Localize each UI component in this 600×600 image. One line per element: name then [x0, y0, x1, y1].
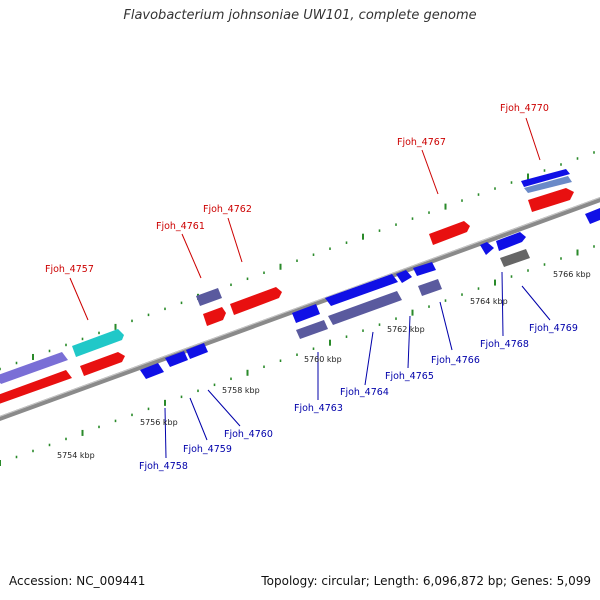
gene-arrow[interactable]	[418, 279, 442, 296]
gene-arrow[interactable]	[0, 352, 68, 384]
gene-arrow[interactable]	[429, 221, 470, 245]
gene-arrow[interactable]	[413, 262, 436, 276]
gene-label[interactable]: Fjoh_4769	[529, 323, 578, 334]
gene-label[interactable]: Fjoh_4770	[500, 103, 549, 114]
tick-track-lower	[0, 245, 595, 466]
gene-arrow[interactable]	[72, 329, 124, 357]
gene-arrow[interactable]	[528, 188, 574, 212]
gene-label[interactable]: Fjoh_4763	[294, 403, 343, 414]
gene-arrow[interactable]	[230, 287, 282, 315]
gene-label[interactable]: Fjoh_4764	[340, 387, 389, 398]
scale-label: 5758 kbp	[222, 386, 260, 395]
gene-label[interactable]: Fjoh_4761	[156, 221, 205, 232]
gene-arrow[interactable]	[480, 242, 494, 255]
gene-arrow[interactable]	[296, 320, 328, 339]
leader-lines	[69, 117, 551, 459]
gene-arrow[interactable]	[165, 351, 188, 367]
gene-arrow[interactable]	[500, 249, 530, 267]
gene-label[interactable]: Fjoh_4762	[203, 204, 252, 215]
map-title: Flavobacterium johnsoniae UW101, complet…	[123, 8, 477, 23]
scale-label: 5764 kbp	[470, 297, 508, 306]
gene-arrow[interactable]	[186, 343, 208, 359]
reverse-gene-labels: Fjoh_4758 Fjoh_4759 Fjoh_4760 Fjoh_4763 …	[139, 323, 578, 472]
gene-arrow[interactable]	[328, 291, 402, 325]
gene-label[interactable]: Fjoh_4760	[224, 429, 273, 440]
scale-label: 5756 kbp	[140, 418, 178, 427]
gene-arrow[interactable]	[292, 304, 320, 323]
gene-label[interactable]: Fjoh_4767	[397, 137, 446, 148]
scale-label: 5760 kbp	[304, 355, 342, 364]
scale-label: 5766 kbp	[553, 270, 591, 279]
gene-label[interactable]: Fjoh_4757	[45, 264, 94, 275]
accession-text: Accession: NC_009441	[9, 574, 146, 588]
forward-gene-labels: Fjoh_4757 Fjoh_4761 Fjoh_4762 Fjoh_4767 …	[45, 103, 549, 275]
gene-arrow[interactable]	[0, 370, 72, 404]
topology-text: Topology: circular; Length: 6,096,872 bp…	[261, 574, 591, 588]
scale-label: 5754 kbp	[57, 451, 95, 460]
genome-backbone	[0, 196, 600, 422]
gene-arrow[interactable]	[521, 169, 570, 187]
gene-arrow[interactable]	[196, 288, 222, 306]
gene-features	[0, 169, 600, 404]
tick-track-upper	[0, 151, 595, 371]
gene-arrow[interactable]	[496, 232, 526, 251]
scale-labels: 5754 kbp 5756 kbp 5758 kbp 5760 kbp 5762…	[57, 270, 591, 460]
gene-label[interactable]: Fjoh_4766	[431, 355, 480, 366]
gene-arrow[interactable]	[325, 274, 398, 306]
gene-arrow[interactable]	[524, 176, 572, 193]
gene-arrow[interactable]	[585, 208, 600, 224]
gene-label[interactable]: Fjoh_4768	[480, 339, 529, 350]
gene-arrow[interactable]	[396, 270, 412, 283]
scale-label: 5762 kbp	[387, 325, 425, 334]
gene-label[interactable]: Fjoh_4758	[139, 461, 188, 472]
gene-arrow[interactable]	[203, 307, 226, 326]
gene-arrow[interactable]	[140, 363, 164, 379]
gene-arrow[interactable]	[80, 352, 125, 376]
gene-label[interactable]: Fjoh_4765	[385, 371, 434, 382]
gene-label[interactable]: Fjoh_4759	[183, 444, 232, 455]
